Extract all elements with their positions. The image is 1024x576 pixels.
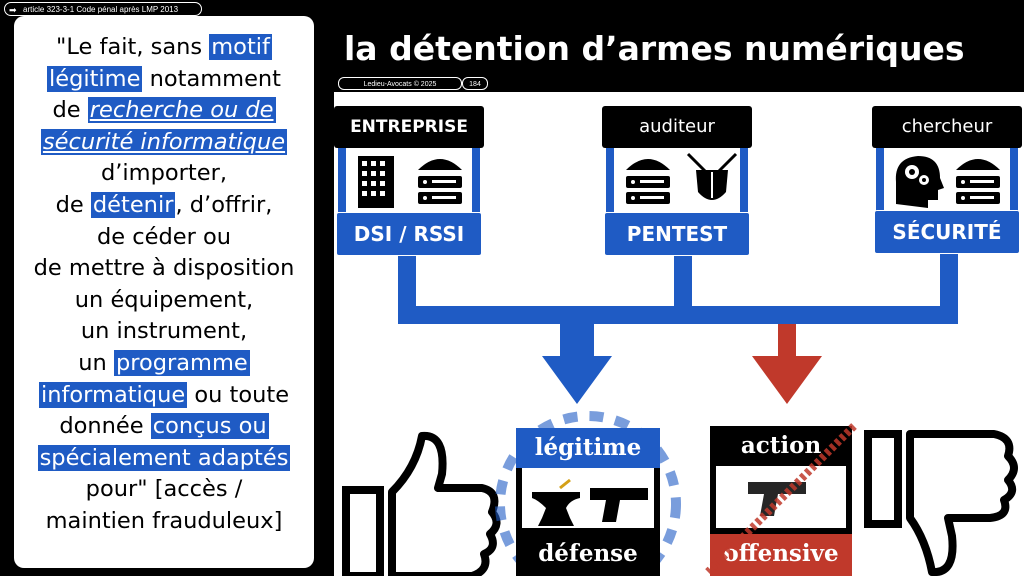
server-umbrella-icon [956, 159, 1000, 204]
highlight: détenir [90, 191, 176, 218]
quote-line: donnée conçus ou [59, 413, 269, 440]
quote-line: de mettre à disposition [33, 255, 295, 282]
quote-line: sécurité informatique [20, 127, 308, 159]
article-tag-text: article 323-3-1 Code pénal après LMP 201… [23, 5, 179, 14]
page-number: 184 [462, 77, 488, 90]
quote-line: spécialement adaptés [20, 443, 308, 475]
dashed-circle [495, 411, 681, 576]
quote-line: pour" [accès / [85, 476, 243, 503]
slide-title: la détention d’armes numériques [344, 29, 965, 68]
arrow-down-red-icon [752, 324, 822, 404]
thumbs-up-icon [342, 431, 501, 576]
swords-shield-icon [686, 152, 738, 200]
quote-line: un équipement, [74, 286, 254, 313]
quote-line: d’importer, [101, 160, 227, 187]
legit-label: légitime [516, 428, 660, 468]
building-icon [358, 156, 394, 208]
quote-panel: "Le fait, sans motif légitime notamment … [14, 16, 314, 568]
quote-line: maintien frauduleux] [45, 507, 283, 534]
quote-line: un instrument, [80, 318, 248, 345]
quote-line: "Le fait, sans motif [56, 34, 272, 60]
quote-line: de détenir, d’offrir, [55, 191, 273, 218]
highlight: conçus ou [150, 413, 269, 440]
connector-horizontal [398, 306, 958, 324]
highlight: légitime [46, 65, 143, 92]
column-head-auditeur: auditeur [602, 106, 752, 148]
highlight: motif [209, 34, 272, 60]
highlight: informatique [38, 381, 188, 408]
column-foot-dsi: DSI / RSSI [336, 212, 482, 256]
diagram-stage: ENTREPRISE DSI / RSSI auditeur [334, 92, 1024, 576]
column-head-chercheur: chercheur [872, 106, 1022, 148]
action-box [710, 466, 852, 534]
quote-line: de recherche ou de [52, 97, 276, 124]
action-label: action [710, 426, 852, 466]
highlight-link: recherche ou de [87, 97, 276, 124]
column-head-entreprise: ENTREPRISE [334, 106, 484, 148]
strike-line [705, 423, 857, 575]
quote-line: de céder ou [96, 223, 232, 250]
thumbs-down-icon [864, 430, 1018, 576]
arrow-down-blue-icon [542, 324, 612, 404]
anvil-icon [532, 478, 580, 526]
highlight: spécialement adaptés [37, 444, 291, 471]
copyright: Ledieu-Avocats © 2025 [338, 77, 462, 90]
quote-line: informatique ou toute [38, 381, 290, 408]
server-umbrella-icon [626, 159, 670, 204]
column-foot-securite: SÉCURITÉ [874, 210, 1020, 254]
brain-gears-icon [895, 156, 944, 208]
pistol-icon [590, 488, 648, 522]
offensive-label: offensive [710, 534, 852, 576]
defense-label: défense [516, 534, 660, 576]
server-umbrella-icon [418, 159, 462, 204]
arrow-right-icon: ➡ [9, 5, 17, 15]
quote-line: légitime notamment [46, 65, 282, 92]
highlight: programme [113, 349, 250, 376]
article-tag: ➡ article 323-3-1 Code pénal après LMP 2… [4, 2, 202, 16]
quote-line: un programme [78, 349, 250, 376]
highlight-link: sécurité informatique [40, 128, 288, 155]
column-foot-pentest: PENTEST [604, 212, 750, 256]
